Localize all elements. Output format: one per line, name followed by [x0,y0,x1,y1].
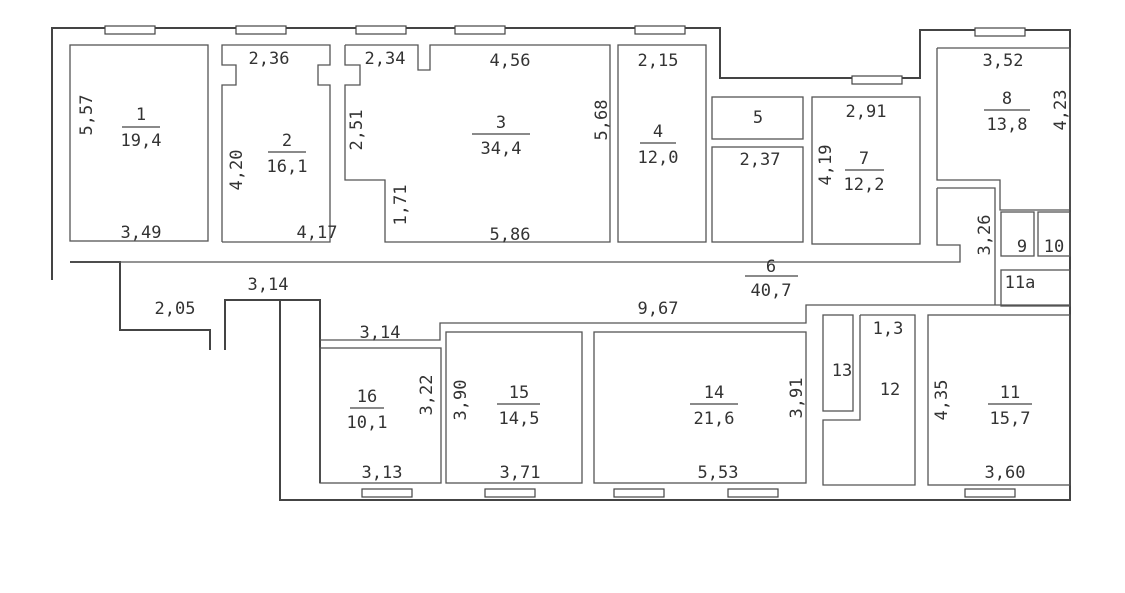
dim: 1,71 [391,185,411,226]
room-1 [69,44,209,242]
dim: 3,60 [985,463,1026,483]
dim: 2,36 [249,49,290,69]
room-15-area: 14,5 [499,409,540,429]
room-12-number: 12 [880,380,900,400]
room-8-number: 8 [1002,89,1012,109]
room-labels: 1 19,4 2 16,1 3 34,4 4 12,0 5 6 40,7 7 1… [121,89,1065,433]
dim: 4,19 [816,145,836,186]
room-6-number: 6 [766,257,776,277]
room-3-area: 34,4 [481,139,522,159]
dim: 3,22 [417,375,437,416]
room-6-area: 40,7 [751,281,792,301]
fraction-bars [122,109,1032,409]
room-14-area: 21,6 [694,409,735,429]
dim: 3,52 [983,51,1024,71]
room-10 [1037,211,1071,257]
dim: 9,67 [638,299,679,319]
room-8-area: 13,8 [987,115,1028,135]
dim: 3,13 [362,463,403,483]
dim: 5,86 [490,225,531,245]
dim: 3,90 [451,380,471,421]
dim: 4,23 [1051,90,1071,131]
room-16-number: 16 [357,387,377,407]
room-13-number: 13 [832,361,852,381]
room-2-area: 16,1 [267,157,308,177]
room-14-number: 14 [704,383,724,403]
dim: 5,68 [592,100,612,141]
room-16-area: 10,1 [347,413,388,433]
dim: 2,34 [365,49,406,69]
dim: 3,26 [975,215,995,256]
dim: 3,71 [500,463,541,483]
room-4 [617,44,707,243]
dim: 2,91 [846,102,887,122]
dim: 4,20 [227,150,247,191]
dim: 3,49 [121,223,162,243]
dim: 2,51 [347,110,367,151]
dim: 3,14 [360,323,401,343]
room-12 [822,314,916,486]
room-7-area: 12,2 [844,175,885,195]
room-11 [927,314,1071,486]
dim: 3,91 [787,378,807,419]
dim: 3,14 [248,275,289,295]
dim: 4,35 [932,380,952,421]
walls [51,27,1071,501]
dim: 4,56 [490,51,531,71]
room-10-number: 10 [1044,237,1064,257]
room-9-number: 9 [1017,237,1027,257]
room-5 [711,96,804,140]
room-9 [1000,211,1035,257]
room-1-area: 19,4 [121,131,162,151]
room-13 [822,314,854,412]
dim: 2,15 [638,51,679,71]
dim: 4,17 [297,223,338,243]
dim: 5,53 [698,463,739,483]
room-4-area: 12,0 [638,148,679,168]
room-1-number: 1 [136,105,146,125]
room-14 [593,331,807,484]
room-16 [319,347,442,484]
dim: 5,57 [77,95,97,136]
room-4-number: 4 [653,122,663,142]
room-15-number: 15 [509,383,529,403]
room-2-number: 2 [282,131,292,151]
room-15 [445,331,583,484]
room-7-number: 7 [859,149,869,169]
dimension-labels: 5,57 3,49 2,36 4,20 4,17 2,34 2,51 1,71 … [77,49,1071,483]
windows [104,25,1026,498]
room-11a [1000,269,1071,307]
dim: 2,37 [740,150,781,170]
room-11-number: 11 [1000,383,1020,403]
room-11-area: 15,7 [990,409,1031,429]
dim: 1,3 [873,319,904,339]
room-5-number: 5 [753,108,763,128]
dim: 2,05 [155,299,196,319]
room-11a-number: 11a [1005,273,1036,293]
room-3-number: 3 [496,113,506,133]
room-7 [811,96,921,245]
